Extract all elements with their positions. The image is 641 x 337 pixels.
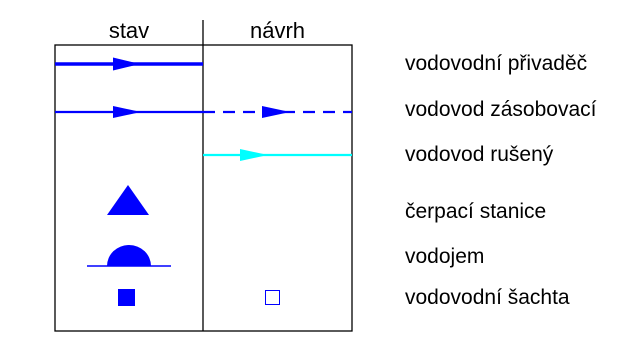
arrow-right-icon: [240, 149, 268, 161]
arrow-right-icon: [113, 57, 140, 71]
label-cancelled-main: vodovod rušený: [405, 143, 554, 166]
label-distribution-main: vodovod zásobovací: [405, 98, 597, 121]
header-proposed: návrh: [249, 18, 306, 43]
pump-station-triangle-icon: [107, 185, 149, 215]
water-manhole-filled-icon: [118, 289, 135, 306]
water-reservoir-icon: [87, 245, 171, 267]
arrow-right-icon: [113, 106, 141, 118]
label-pump-station: čerpací stanice: [405, 200, 547, 223]
arrow-right-icon: [262, 106, 290, 118]
water-manhole-outline-icon: [265, 290, 280, 305]
label-supply-main: vodovodní přivaděč: [405, 52, 588, 75]
label-water-manhole: vodovodní šachta: [405, 286, 570, 309]
header-existing: stav: [108, 18, 150, 43]
symbol-supply-main: [55, 57, 203, 71]
label-water-reservoir: vodojem: [405, 245, 485, 268]
symbol-cancelled-main: [203, 149, 352, 161]
symbol-distribution-main: [55, 106, 352, 118]
